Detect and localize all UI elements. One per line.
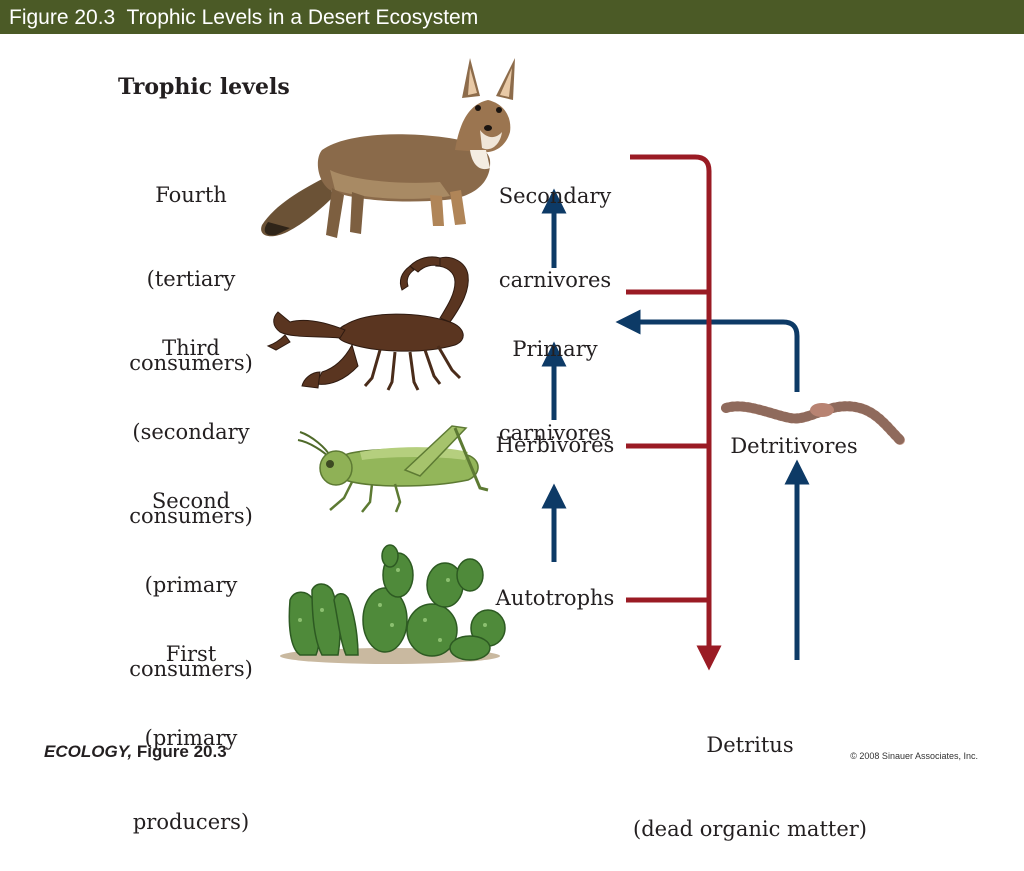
label-herbivores: Herbivores	[495, 433, 615, 457]
label-line: Secondary	[498, 184, 612, 208]
level-role: (tertiary	[146, 267, 236, 291]
label-detritus: Detritus (dead organic matter)	[630, 675, 870, 871]
copyright-notice: © 2008 Sinauer Associates, Inc.	[850, 751, 978, 761]
level-name: Fourth	[155, 183, 227, 207]
label-detritivores: Detritivores	[730, 434, 858, 458]
label-secondary-carnivores: Secondary carnivores	[495, 126, 615, 322]
diagram-canvas	[261, 58, 905, 671]
trophic-level-fourth: Fourth (tertiary consumers)	[120, 125, 262, 405]
level-role: consumers)	[129, 657, 253, 681]
arrow-detritivores-to-primary-carnivores	[615, 309, 800, 392]
trunk-to-detritus	[630, 154, 722, 671]
earthworm-illustration	[721, 401, 905, 445]
label-line: Primary	[512, 337, 598, 361]
label-line: (dead organic matter)	[633, 817, 867, 841]
label-line: carnivores	[498, 421, 612, 445]
label-primary-carnivores: Primary carnivores	[495, 279, 615, 475]
book-title: ECOLOGY,	[44, 742, 133, 761]
label-autotrophs: Autotrophs	[495, 586, 615, 610]
level-role: (primary	[144, 726, 238, 750]
level-role: consumers)	[129, 504, 253, 528]
level-role: producers)	[132, 810, 250, 834]
label-line: carnivores	[498, 268, 612, 292]
title-bar: Figure 20.3 Trophic Levels in a Desert E…	[0, 0, 1024, 34]
scorpion-illustration	[266, 256, 469, 391]
trophic-level-second: Second (primary consumers)	[120, 431, 262, 711]
trophic-levels-heading: Trophic levels	[118, 74, 290, 100]
figure-credit: ECOLOGY, Figure 20.3	[44, 742, 227, 762]
level-name: First	[165, 642, 217, 666]
fox-illustration	[261, 58, 515, 238]
figure-number: Figure 20.3	[132, 742, 227, 761]
energy-flow-arrows	[541, 188, 810, 660]
level-name: Second	[151, 489, 231, 513]
page-title: Figure 20.3 Trophic Levels in a Desert E…	[9, 6, 479, 29]
level-role: (secondary	[132, 420, 250, 444]
detritus-flow-arrows	[626, 154, 722, 671]
level-role: consumers)	[129, 351, 253, 375]
trophic-level-third: Third (secondary consumers)	[120, 278, 262, 558]
label-line: Detritus	[706, 733, 794, 757]
cactus-illustration	[280, 544, 506, 664]
level-role: (primary	[144, 573, 238, 597]
grasshopper-illustration	[297, 425, 489, 513]
level-name: Third	[162, 336, 220, 360]
